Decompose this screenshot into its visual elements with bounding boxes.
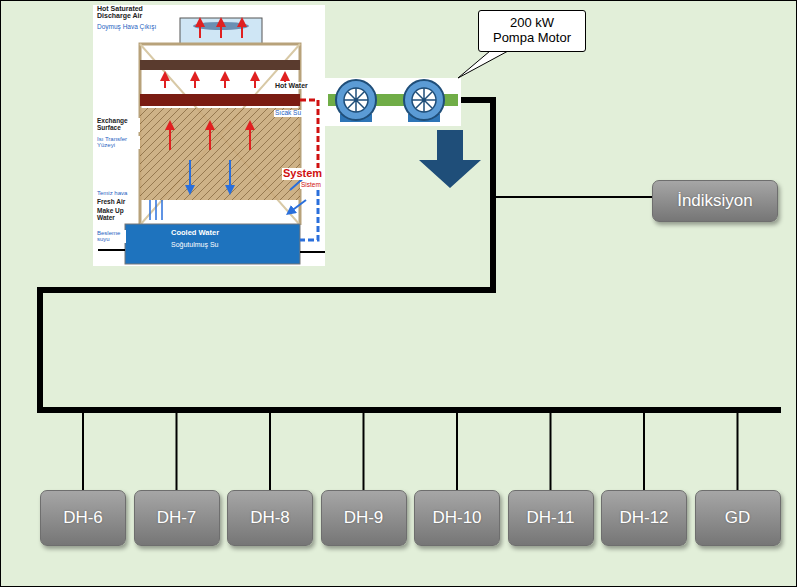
illustration-label: Hot Water xyxy=(274,82,309,89)
callout-tail xyxy=(458,51,508,78)
pipe-network xyxy=(40,100,781,490)
illustration-label: Doymuş Hava Çıkışı xyxy=(96,24,157,31)
node-label: DH-11 xyxy=(527,508,575,528)
node-label: DH-10 xyxy=(432,508,481,528)
illustration-label: System xyxy=(282,168,323,180)
node-label: DH-7 xyxy=(157,508,197,528)
consumer-box: DH-12 xyxy=(601,490,687,546)
illustration-label: Besleme suyu xyxy=(96,230,126,243)
illustration-label: Temiz hava xyxy=(96,190,128,196)
illustration-label: Fresh Air xyxy=(96,199,126,206)
consumer-box: DH-6 xyxy=(40,490,126,546)
consumer-box: DH-8 xyxy=(227,490,313,546)
node-label: GD xyxy=(725,508,751,528)
illustration-label: Make Up Water xyxy=(96,208,126,222)
illustration-label: Cooled Water xyxy=(170,229,220,237)
illustration-label: Hot Saturated Discharge Air xyxy=(96,5,178,20)
consumer-box: DH-9 xyxy=(321,490,407,546)
consumer-box: DH-7 xyxy=(134,490,220,546)
consumer-box: İndiksiyon xyxy=(652,180,778,222)
illustration-label: Isı Transfer Yüzeyi xyxy=(96,136,140,149)
flow-arrow xyxy=(419,130,481,188)
node-label: DH-12 xyxy=(619,508,668,528)
illustration-label: Sistem xyxy=(300,182,322,189)
illustration-label: Soğutulmuş Su xyxy=(170,241,219,248)
illustration-label: Sıcak Su xyxy=(274,110,302,117)
illustration-label: Exchange Surface xyxy=(96,118,140,132)
callout-box: 200 kW Pompa Motor xyxy=(478,10,586,52)
node-label: İndiksiyon xyxy=(677,191,753,211)
consumer-box: DH-10 xyxy=(414,490,500,546)
node-label: DH-6 xyxy=(63,508,103,528)
consumer-box: DH-11 xyxy=(508,490,594,546)
node-label: 200 kW Pompa Motor xyxy=(490,16,574,46)
node-label: DH-8 xyxy=(250,508,290,528)
pump-motors xyxy=(325,78,461,126)
consumer-box: GD xyxy=(695,490,781,546)
cooling-tower xyxy=(93,5,325,266)
node-label: DH-9 xyxy=(344,508,384,528)
